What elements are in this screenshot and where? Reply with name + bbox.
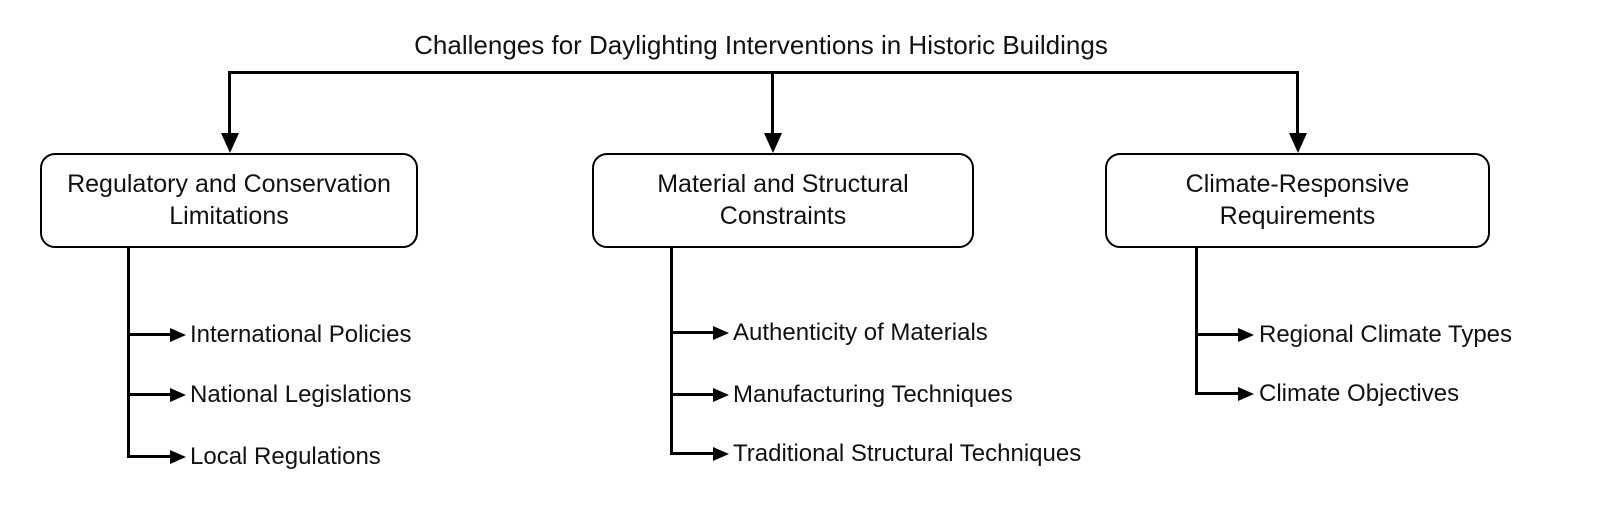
arrowhead-right-icon xyxy=(1238,328,1254,342)
leaf-international-policies: International Policies xyxy=(190,321,412,348)
connector-drop-middle xyxy=(771,71,774,134)
arrowhead-right-icon xyxy=(170,450,186,464)
branch-line xyxy=(670,452,713,455)
node-climate-responsive: Climate-Responsive Requirements xyxy=(1105,153,1490,248)
stem-regulatory xyxy=(127,248,130,457)
leaf-regional-climate-types: Regional Climate Types xyxy=(1259,321,1513,348)
arrowhead-right-icon xyxy=(170,388,186,402)
connector-drop-left xyxy=(228,71,231,134)
arrowhead-down-right-icon xyxy=(1289,133,1307,153)
arrowhead-down-middle-icon xyxy=(764,133,782,153)
arrowhead-right-icon xyxy=(713,388,729,402)
node-label: Material and Structural Constraints xyxy=(657,170,909,230)
branch-line xyxy=(670,393,713,396)
arrowhead-down-left-icon xyxy=(221,133,239,153)
branch-line xyxy=(127,455,170,458)
connector-drop-right xyxy=(1296,71,1299,134)
leaf-traditional-structural-techniques: Traditional Structural Techniques xyxy=(733,440,1082,467)
arrowhead-right-icon xyxy=(170,328,186,342)
node-regulatory-conservation: Regulatory and Conservation Limitations xyxy=(40,153,418,248)
connector-top-horizontal xyxy=(229,71,1299,74)
node-label: Regulatory and Conservation Limitations xyxy=(67,170,391,230)
leaf-national-legislations: National Legislations xyxy=(190,381,412,408)
arrowhead-right-icon xyxy=(713,447,729,461)
branch-line xyxy=(1195,333,1238,336)
stem-material xyxy=(670,248,673,454)
node-material-structural: Material and Structural Constraints xyxy=(592,153,974,248)
diagram-title: Challenges for Daylighting Interventions… xyxy=(414,30,1108,60)
leaf-climate-objectives: Climate Objectives xyxy=(1259,380,1460,407)
arrowhead-right-icon xyxy=(713,326,729,340)
branch-line xyxy=(127,333,170,336)
leaf-manufacturing-techniques: Manufacturing Techniques xyxy=(733,381,1013,408)
branch-line xyxy=(670,331,713,334)
branch-line xyxy=(1195,392,1238,395)
arrowhead-right-icon xyxy=(1238,387,1254,401)
leaf-authenticity-of-materials: Authenticity of Materials xyxy=(733,319,988,346)
leaf-local-regulations: Local Regulations xyxy=(190,443,381,470)
stem-climate xyxy=(1195,248,1198,394)
branch-line xyxy=(127,393,170,396)
node-label: Climate-Responsive Requirements xyxy=(1185,170,1410,230)
